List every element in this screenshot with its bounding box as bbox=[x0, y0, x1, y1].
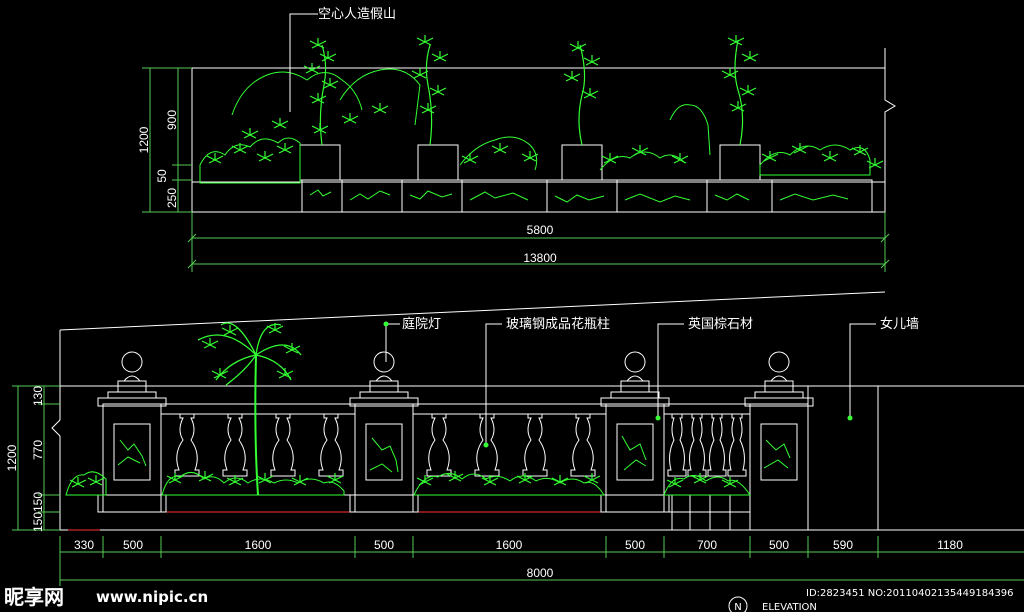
label-garden-lamp: 庭院灯 bbox=[402, 316, 441, 332]
upper-dim-900: 900 bbox=[165, 110, 179, 130]
upper-horizontal-dims bbox=[187, 212, 890, 272]
lower-pillars bbox=[97, 351, 814, 531]
upper-dim-50: 50 bbox=[155, 169, 169, 183]
lower-dim-150150: 150150 bbox=[31, 492, 45, 532]
lower-vertical-dims bbox=[12, 385, 60, 531]
lower-balusters bbox=[174, 413, 747, 530]
lower-elevation: 庭院灯 玻璃钢成品花瓶柱 英国棕石材 女儿墙 130 1200 770 1501… bbox=[5, 291, 1024, 586]
upper-dim-1200: 1200 bbox=[137, 126, 151, 153]
rockery-label: 空心人造假山 bbox=[318, 7, 396, 22]
lower-stone-veining bbox=[117, 435, 791, 473]
lower-callout-leaders bbox=[385, 323, 876, 445]
lower-dim-1600-a: 1600 bbox=[245, 538, 272, 552]
upper-dim-13800: 13800 bbox=[523, 251, 557, 265]
elevation-label: ELEVATION bbox=[762, 602, 817, 612]
label-frp-baluster: 玻璃钢成品花瓶柱 bbox=[506, 316, 610, 332]
lower-rails bbox=[160, 403, 751, 513]
upper-bamboo-trees bbox=[319, 39, 744, 146]
lower-dim-590: 590 bbox=[833, 538, 853, 552]
north-arrow-icon bbox=[728, 596, 748, 612]
upper-bamboo-leaves bbox=[303, 34, 759, 114]
lower-dim-labels: 330 500 1600 500 1600 500 700 500 590 11… bbox=[74, 538, 963, 580]
lower-dim-700: 700 bbox=[697, 538, 717, 552]
lower-dim-1180: 1180 bbox=[937, 538, 963, 552]
upper-vertical-dims bbox=[142, 67, 192, 213]
upper-elevation: 空心人造假山 1200 900 50 250 5800 13800 bbox=[137, 7, 896, 272]
image-id: ID:2823451 NO:20110402135449184396 bbox=[806, 588, 1014, 599]
lower-dim-500-d: 500 bbox=[769, 538, 789, 552]
lower-horizontal-dims bbox=[59, 536, 1024, 586]
lower-dim-130: 130 bbox=[31, 386, 45, 406]
site-url: www.nipic.cn bbox=[96, 588, 208, 606]
lower-dim-8000: 8000 bbox=[527, 566, 554, 580]
upper-shrubs bbox=[199, 68, 871, 184]
lower-dim-1200: 1200 bbox=[5, 444, 19, 471]
upper-dim-5800: 5800 bbox=[527, 223, 554, 237]
lower-palm-tree bbox=[197, 322, 302, 496]
label-parapet-wall: 女儿墙 bbox=[880, 316, 919, 332]
upper-frame bbox=[191, 48, 896, 213]
lower-dim-770: 770 bbox=[31, 440, 45, 460]
north-symbol: N bbox=[734, 602, 741, 612]
label-english-brown-stone: 英国棕石材 bbox=[688, 317, 753, 332]
stone-veining bbox=[309, 189, 849, 203]
upper-dim-250: 250 bbox=[165, 188, 179, 208]
lower-dim-500-b: 500 bbox=[374, 538, 394, 552]
lower-dim-1600-b: 1600 bbox=[496, 538, 523, 552]
lower-dim-330: 330 bbox=[74, 538, 94, 552]
planter-boxes bbox=[299, 144, 873, 213]
lower-callout-dots bbox=[383, 321, 853, 448]
rockery-label-group: 空心人造假山 bbox=[289, 7, 396, 112]
lower-stone-panels bbox=[113, 423, 798, 481]
lower-shrubs bbox=[65, 471, 751, 496]
lower-ground-line bbox=[68, 511, 662, 531]
watermark: 昵享网 www.nipic.cn ID:2823451 NO:201104021… bbox=[4, 585, 1014, 612]
upper-foliage-dots bbox=[206, 102, 884, 169]
lower-dim-500-a: 500 bbox=[123, 538, 143, 552]
lower-dim-500-c: 500 bbox=[625, 538, 645, 552]
site-name: 昵享网 bbox=[4, 585, 64, 609]
